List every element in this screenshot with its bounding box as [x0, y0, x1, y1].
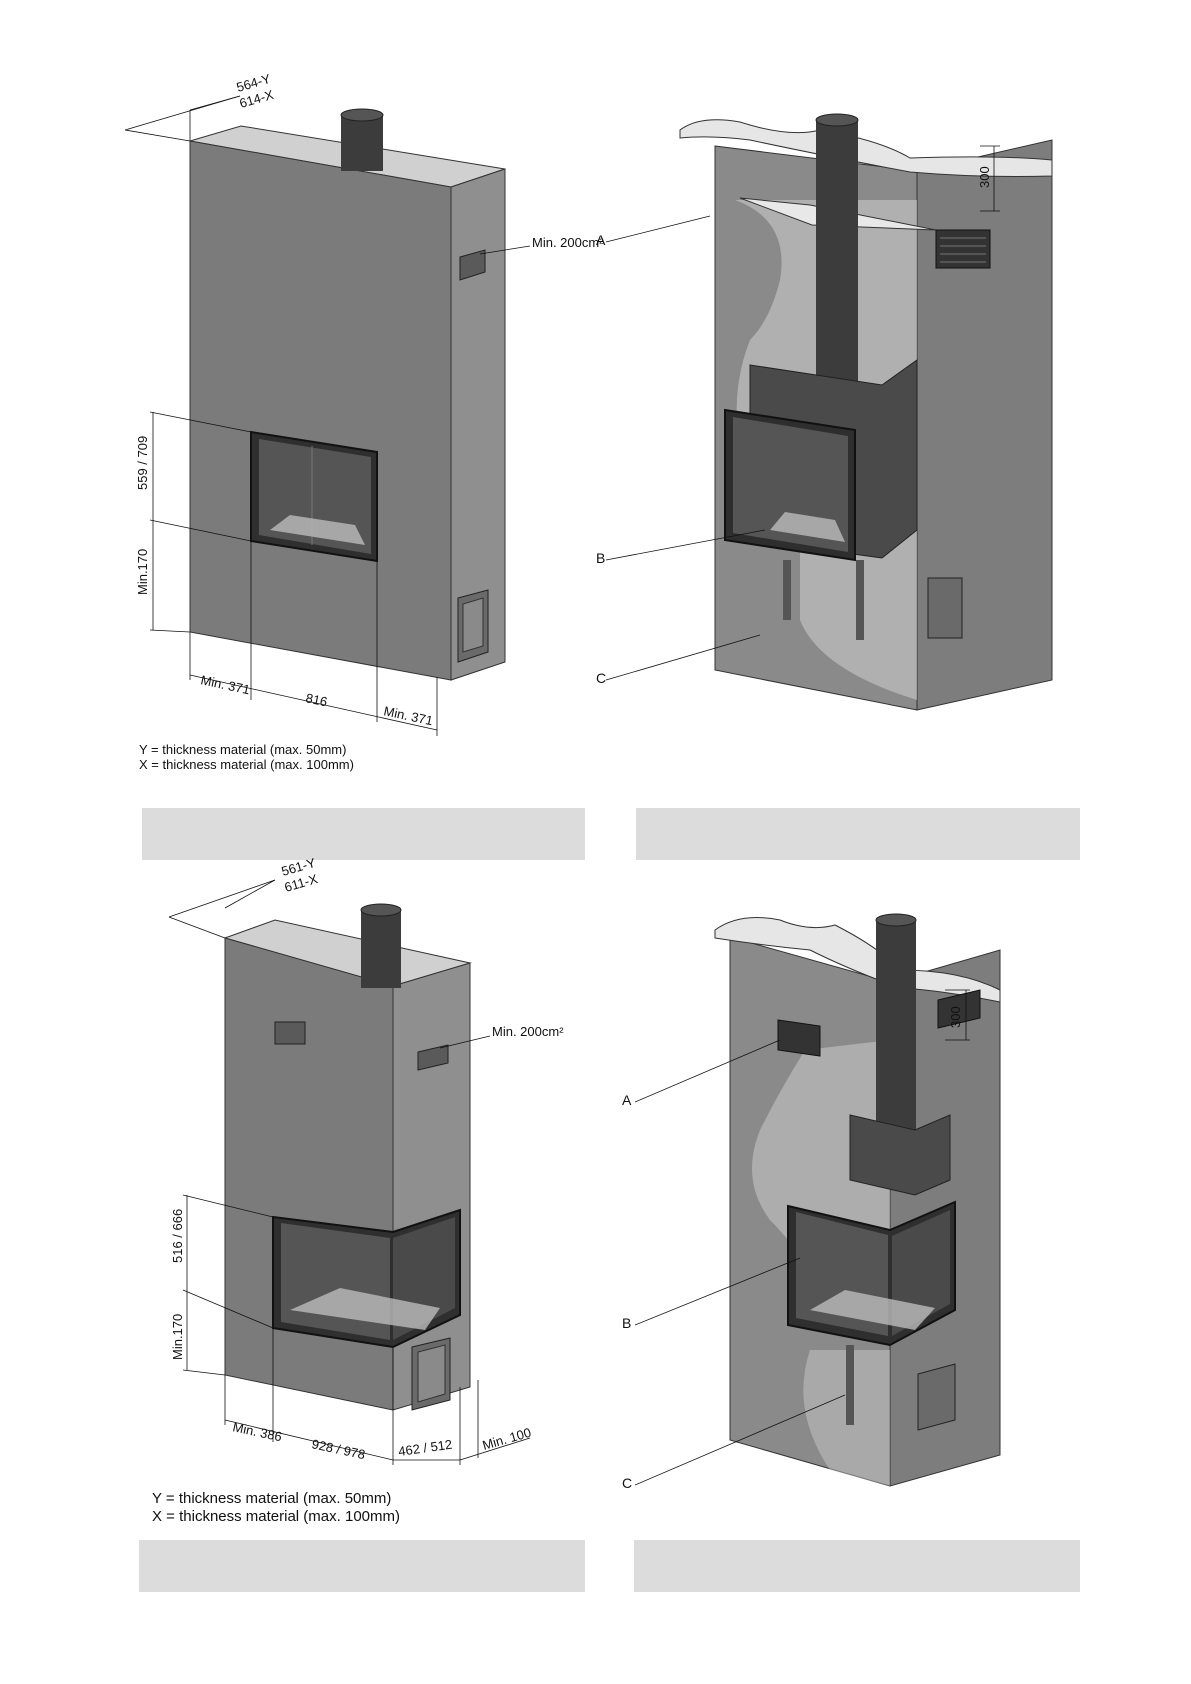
width-center-label: 928 / 978 [310, 1436, 366, 1462]
label-a: A [622, 1092, 632, 1108]
label-c: C [596, 670, 606, 686]
width-right-label: Min. 100 [481, 1425, 533, 1453]
diagram-top-right: 300 A B C [596, 60, 1140, 750]
height-opening-label: 516 / 666 [170, 1209, 185, 1263]
diagram-bottom-left: Min. 200cm² 561-Y 611-X 516 / 666 Min.17… [0, 855, 600, 1540]
flue-pipe [341, 115, 383, 171]
flue-pipe [816, 120, 858, 400]
height-base-label: Min.170 [135, 549, 150, 595]
vent-grille [459, 249, 486, 281]
support-leg [856, 560, 864, 640]
width-center-label: 816 [304, 690, 328, 709]
firebox-upper [849, 1114, 951, 1196]
note-x: X = thickness material (max. 100mm) [139, 757, 354, 772]
flue-pipe [361, 910, 401, 988]
height-opening-label: 559 / 709 [135, 436, 150, 490]
burner-tray [290, 1288, 440, 1330]
caption-bar-top-right [636, 808, 1080, 860]
ceiling-slab [679, 119, 1053, 177]
vent-grille [417, 1044, 449, 1071]
caption-bar-bottom-left [139, 1540, 585, 1592]
access-door [927, 577, 963, 639]
material-note-top-left: Y = thickness material (max. 50mm) X = t… [139, 742, 354, 772]
vent-label: Min. 200cm² [492, 1024, 564, 1039]
burner-tray [770, 512, 845, 542]
burner-tray [810, 1290, 935, 1330]
material-note-bottom-left: Y = thickness material (max. 50mm) X = t… [152, 1490, 400, 1526]
burner-tray [270, 515, 365, 545]
firebox-glass [281, 1223, 390, 1340]
height-label: 300 [977, 166, 992, 188]
caption-bar-bottom-right [634, 1540, 1080, 1592]
width-left-label: Min. 386 [231, 1419, 283, 1444]
width-left-label: Min. 371 [199, 672, 251, 697]
height-base-label: Min.170 [170, 1314, 185, 1360]
width-right-label: Min. 371 [382, 703, 434, 728]
height-label: 300 [948, 1006, 963, 1028]
label-b: B [596, 550, 605, 566]
diagram-top-left: Min. 200cm² 564-Y 614-X 559 / 709 Min.17… [0, 0, 604, 790]
enclosure-front [189, 140, 452, 681]
diagram-bottom-right: 300 A B C [622, 890, 1090, 1510]
label-a: A [596, 232, 606, 248]
vent-grille [777, 1019, 821, 1057]
support-leg [783, 560, 791, 620]
note-x: X = thickness material (max. 100mm) [152, 1508, 400, 1525]
caption-bar-top-left [142, 808, 585, 860]
label-b: B [622, 1315, 631, 1331]
note-y: Y = thickness material (max. 50mm) [139, 742, 347, 757]
vent-grille [274, 1021, 306, 1045]
flue-pipe-top [340, 108, 384, 122]
label-c: C [622, 1475, 632, 1491]
access-door [917, 1363, 956, 1431]
ceiling-slab [714, 917, 1001, 1003]
note-y: Y = thickness material (max. 50mm) [152, 1490, 392, 1507]
support-leg [846, 1345, 854, 1425]
width-side-label: 462 / 512 [397, 1437, 453, 1459]
vent-label: Min. 200cm² [532, 235, 604, 250]
enclosure-side [450, 168, 506, 681]
